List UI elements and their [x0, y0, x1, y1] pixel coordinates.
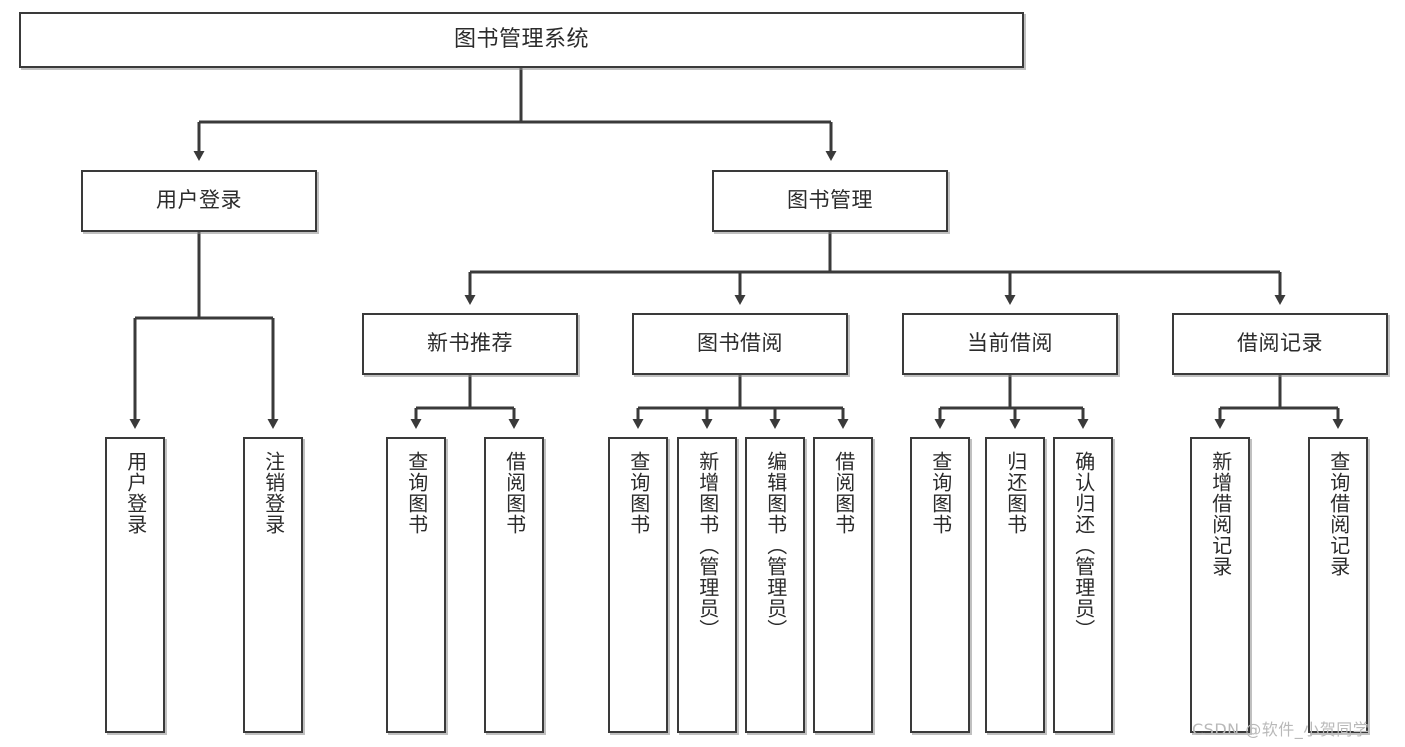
leaf-label-rec-search: 查询借阅记录	[1326, 451, 1351, 577]
node-borrow-record-label: 借阅记录	[1237, 331, 1323, 356]
node-new-book-rec[interactable]: 新书推荐	[362, 313, 578, 375]
node-current-borrow-label: 当前借阅	[967, 331, 1053, 356]
leaf-label-rec-add: 新增借阅记录	[1208, 451, 1233, 577]
node-book-borrow-label: 图书借阅	[697, 331, 783, 356]
node-leaf-user-logout[interactable]: 注销登录	[243, 437, 303, 733]
node-leaf-user-login[interactable]: 用户登录	[105, 437, 165, 733]
leaf-label-cur-confirm: 确认归还（管理员）	[1071, 451, 1096, 640]
node-current-borrow[interactable]: 当前借阅	[902, 313, 1118, 375]
leaf-label-user-login: 用户登录	[123, 451, 148, 535]
leaf-label-user-logout: 注销登录	[261, 451, 286, 535]
watermark-text: CSDN @软件_小贺同学	[1192, 720, 1370, 739]
node-leaf-cur-return[interactable]: 归还图书	[985, 437, 1045, 733]
leaf-label-borrow-query: 查询图书	[626, 451, 651, 535]
leaf-label-cur-return: 归还图书	[1003, 451, 1028, 535]
node-leaf-cur-query[interactable]: 查询图书	[910, 437, 970, 733]
node-borrow-record[interactable]: 借阅记录	[1172, 313, 1388, 375]
node-book-borrow[interactable]: 图书借阅	[632, 313, 848, 375]
node-new-book-rec-label: 新书推荐	[427, 331, 513, 356]
node-root[interactable]: 图书管理系统	[19, 12, 1024, 68]
leaf-label-rec-query: 查询图书	[404, 451, 429, 535]
node-user-login[interactable]: 用户登录	[81, 170, 317, 232]
node-leaf-borrow-edit[interactable]: 编辑图书（管理员）	[745, 437, 805, 733]
node-leaf-borrow-do[interactable]: 借阅图书	[813, 437, 873, 733]
node-leaf-rec-add[interactable]: 新增借阅记录	[1190, 437, 1250, 733]
node-user-login-label: 用户登录	[156, 188, 242, 213]
leaf-label-borrow-do: 借阅图书	[831, 451, 856, 535]
node-leaf-cur-confirm[interactable]: 确认归还（管理员）	[1053, 437, 1113, 733]
leaf-label-cur-query: 查询图书	[928, 451, 953, 535]
node-leaf-rec-query[interactable]: 查询图书	[386, 437, 446, 733]
node-root-label: 图书管理系统	[453, 26, 589, 52]
node-leaf-borrow-add[interactable]: 新增图书（管理员）	[677, 437, 737, 733]
node-book-manage[interactable]: 图书管理	[712, 170, 948, 232]
leaf-label-borrow-edit: 编辑图书（管理员）	[763, 451, 788, 640]
node-book-manage-label: 图书管理	[787, 188, 873, 213]
node-leaf-rec-search[interactable]: 查询借阅记录	[1308, 437, 1368, 733]
node-leaf-rec-borrow[interactable]: 借阅图书	[484, 437, 544, 733]
leaf-label-borrow-add: 新增图书（管理员）	[695, 451, 720, 640]
node-leaf-borrow-query[interactable]: 查询图书	[608, 437, 668, 733]
leaf-label-rec-borrow: 借阅图书	[502, 451, 527, 535]
